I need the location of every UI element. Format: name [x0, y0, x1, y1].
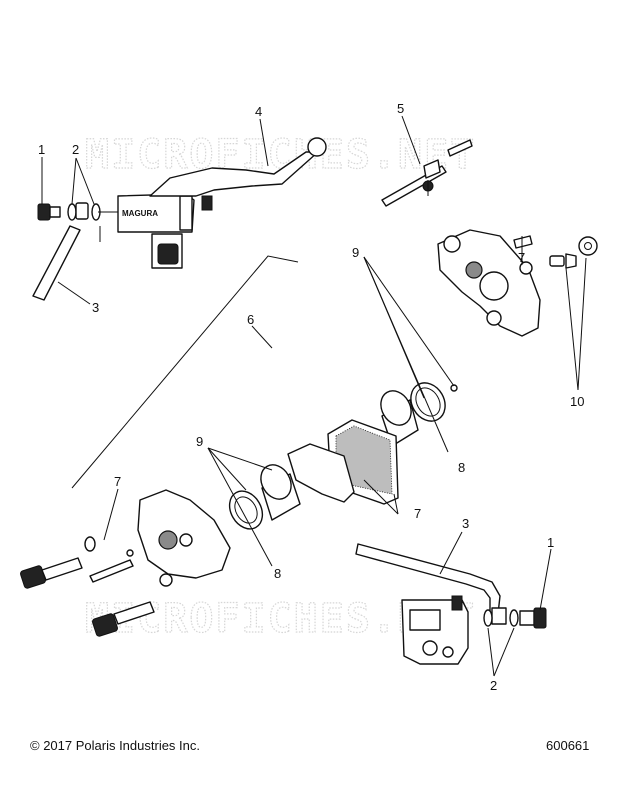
banjo-fitting-bottom [491, 607, 507, 625]
lever-ball-end [307, 137, 327, 157]
crush-washer-bottom-a [483, 609, 493, 627]
callout-4: 4 [255, 104, 262, 119]
caliper-half-right [437, 229, 541, 337]
leader-lines [41, 115, 587, 677]
banjo-bolt-top [37, 203, 61, 221]
mount-bolt-lower [92, 601, 155, 637]
brake-hose-top [32, 202, 89, 301]
lever-brand-marking: MAGURA [122, 209, 158, 218]
crush-washer-top-a [67, 203, 77, 221]
seal-ring-left-outer [228, 490, 264, 530]
callout-2-bottom: 2 [490, 678, 497, 693]
callout-9-right: 9 [352, 245, 359, 260]
master-cylinder-assembly: MAGURA [32, 137, 327, 301]
callout-2-top: 2 [72, 142, 79, 157]
callout-1-top: 1 [38, 142, 45, 157]
callout-7-top: 7 [518, 250, 525, 265]
callout-1-bottom: 1 [547, 535, 554, 550]
document-number: 600661 [546, 738, 590, 753]
callout-10: 10 [570, 394, 584, 409]
callout-6: 6 [247, 312, 254, 327]
retaining-pin-top [513, 235, 533, 249]
copyright-text: © 2017 Polaris Industries Inc. [30, 738, 200, 753]
callout-7-left: 7 [114, 474, 121, 489]
bleeder-valve [549, 236, 598, 269]
mount-bolt-upper [20, 557, 83, 589]
callout-3-bottom: 3 [462, 516, 469, 531]
banjo-bolt-bottom [519, 607, 547, 629]
piston-left [260, 464, 301, 521]
brake-pad-rear [287, 443, 355, 503]
callout-3-top: 3 [92, 300, 99, 315]
callout-8-right: 8 [458, 460, 465, 475]
callout-5: 5 [397, 101, 404, 116]
caliper-assembly-installed [401, 595, 469, 665]
crush-washer-bottom-b [509, 609, 519, 627]
retaining-pin-left [89, 549, 134, 583]
brake-switch-assembly [381, 139, 473, 207]
caliper-half-left [137, 489, 231, 587]
assembly-bracket-line [71, 255, 299, 489]
reservoir-cap [179, 195, 193, 231]
callout-8-left: 8 [274, 566, 281, 581]
bolt-washer-upper [84, 536, 96, 552]
callout-9-left: 9 [196, 434, 203, 449]
piston-right-hole [450, 384, 458, 392]
callout-7-pads: 7 [414, 506, 421, 521]
